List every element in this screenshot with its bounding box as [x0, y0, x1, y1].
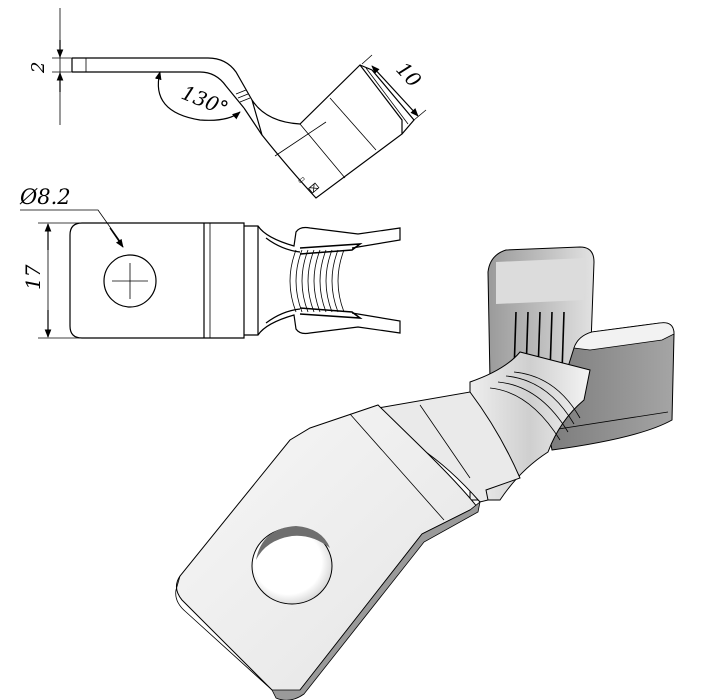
- hole-diameter-dim-label: Ø8.2: [19, 185, 71, 209]
- side-view: 2 ▭ ⌧ 130° 10: [28, 8, 426, 199]
- front-view: Ø8.2 17: [19, 185, 401, 339]
- svg-text:⌧: ⌧: [308, 182, 322, 196]
- thickness-dim-label: 2: [28, 62, 49, 74]
- angle-dim-label: 130°: [178, 80, 232, 120]
- width-front-dim-label: 17: [21, 264, 45, 290]
- width-side-dim-label: 10: [391, 57, 426, 92]
- svg-text:▭: ▭: [296, 174, 308, 186]
- crimp-ribs: [289, 243, 363, 319]
- isometric-view: [175, 246, 675, 700]
